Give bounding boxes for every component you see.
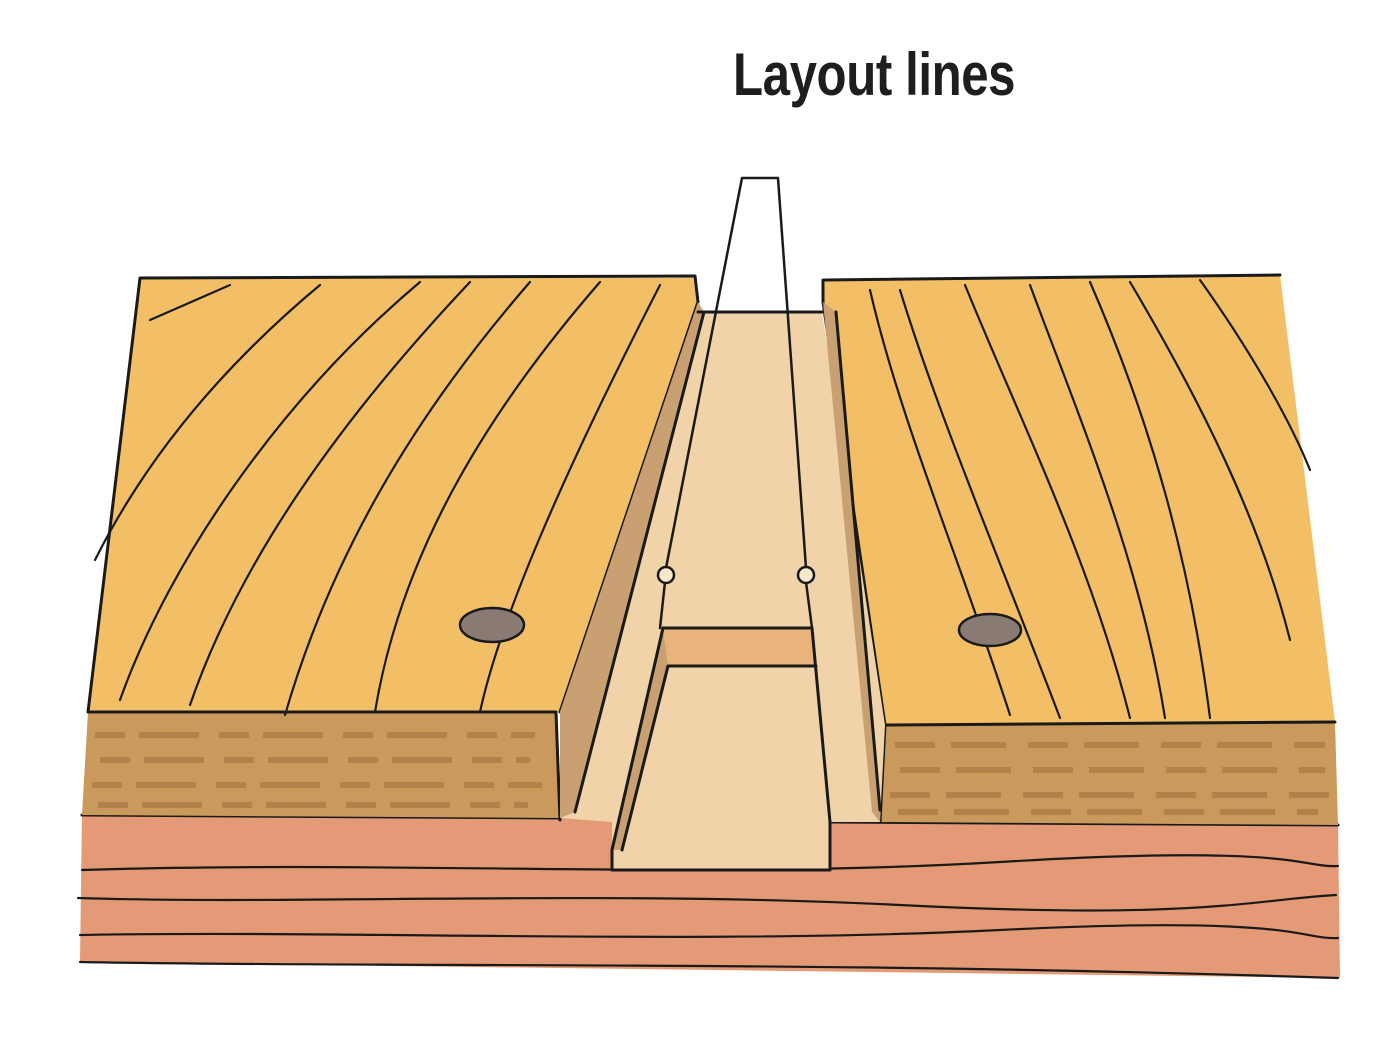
layout-mark-left [656, 565, 676, 585]
callout-label: Layout lines [733, 41, 1016, 108]
knot-left [458, 606, 526, 644]
knot-right [957, 612, 1023, 648]
dado-slot [560, 302, 885, 872]
right-board [821, 273, 1338, 825]
base-board [76, 813, 1340, 980]
left-board [82, 274, 700, 822]
layout-mark-right [796, 565, 816, 585]
layout-lines-leader [656, 176, 816, 630]
